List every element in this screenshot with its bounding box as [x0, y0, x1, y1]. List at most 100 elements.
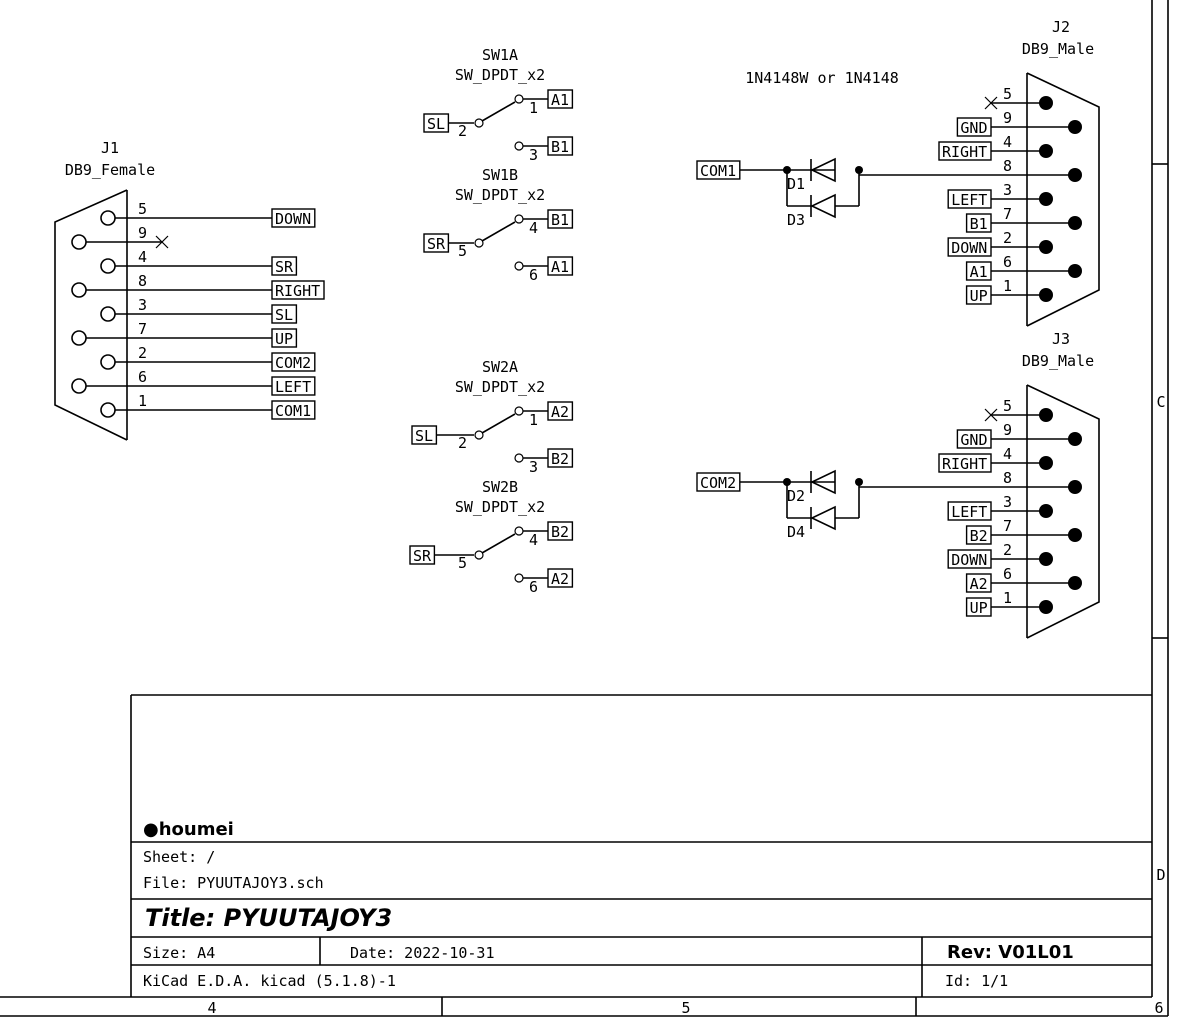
net-label-box [271, 400, 316, 420]
net-label: LEFT [947, 189, 992, 209]
switch-a-contact [514, 94, 524, 104]
net-label-text: COM2 [275, 354, 311, 372]
net-label-box [965, 597, 992, 617]
switch-pin-number: 3 [529, 146, 538, 164]
net-label-box [271, 256, 298, 276]
j1-pin-socket [100, 306, 116, 322]
switch-common-contact [474, 430, 484, 440]
j1-pin-number: 1 [138, 392, 147, 410]
switch-pin-number: 4 [529, 219, 538, 237]
no-connect-icon [984, 408, 998, 422]
connector-j3-pin-number: 9 [1003, 421, 1012, 439]
net-label: A1 [965, 261, 992, 281]
switch-common-contact [474, 118, 484, 128]
switch-pin-number: 3 [529, 458, 538, 476]
j1-pin-number: 9 [138, 224, 147, 242]
net-label: B1 [547, 209, 574, 229]
connector-j3-pin-number: 4 [1003, 445, 1012, 463]
switch-lever [481, 221, 516, 242]
switch-value: SW_DPDT_x2 [455, 498, 545, 516]
switch-b-contact [514, 261, 524, 271]
net-label: SR [409, 545, 436, 565]
net-label: A2 [547, 401, 574, 421]
net-label: DOWN [271, 208, 316, 228]
net-label: COM1 [271, 400, 316, 420]
switch-a-contact [514, 406, 524, 416]
net-label-text: B1 [551, 211, 569, 229]
j1-pin-socket [71, 378, 87, 394]
net-label-text: UP [970, 287, 988, 305]
net-label-box [965, 261, 992, 281]
connector-j2-value: DB9_Male [1022, 40, 1094, 58]
net-label: LEFT [947, 501, 992, 521]
switch-pin-number: 5 [458, 554, 467, 572]
sheet-name: Sheet: / [143, 848, 215, 866]
net-label-text: B2 [970, 527, 988, 545]
connector-j2-pin-number: 8 [1003, 157, 1012, 175]
net-label: GND [956, 117, 992, 137]
net-label-box [547, 136, 574, 156]
net-label-box [956, 117, 992, 137]
net-label-box [271, 280, 325, 300]
net-label-box [547, 568, 574, 588]
diode-part-note: 1N4148W or 1N4148 [745, 69, 899, 87]
j1-pin-number: 2 [138, 344, 147, 362]
net-label-text: B1 [551, 138, 569, 156]
net-label-box [965, 213, 992, 233]
net-label-text: DOWN [951, 551, 987, 569]
net-label: A2 [547, 568, 574, 588]
net-label: UP [965, 285, 992, 305]
net-label: SL [411, 425, 438, 445]
net-label-box [947, 549, 992, 569]
no-connect-stroke [984, 408, 998, 422]
net-label-text: UP [970, 599, 988, 617]
connector-j2-pin-number: 6 [1003, 253, 1012, 271]
net-label-box [271, 352, 316, 372]
switch-pin-number: 2 [458, 122, 467, 140]
net-label: LEFT [271, 376, 316, 396]
net-label-text: DOWN [951, 239, 987, 257]
connector-j3-body [1026, 384, 1100, 639]
connector-j3-ref: J3 [1052, 330, 1070, 348]
net-label-text: LEFT [275, 378, 311, 396]
no-connect-icon [984, 96, 998, 110]
net-label-text: A1 [970, 263, 988, 281]
diode-icon [810, 157, 836, 183]
file-name: File: PYUUTAJOY3.sch [143, 874, 324, 892]
net-label-box [271, 376, 316, 396]
net-label-text: COM2 [700, 474, 736, 492]
connector-j2-pin-number: 9 [1003, 109, 1012, 127]
net-label-box [271, 328, 298, 348]
net-label: COM2 [696, 472, 741, 492]
net-label-text: A2 [970, 575, 988, 593]
j1-pin-number: 3 [138, 296, 147, 314]
net-label-box [965, 525, 992, 545]
net-label: B2 [965, 525, 992, 545]
diode-icon [810, 505, 836, 531]
j1-pin-socket [100, 210, 116, 226]
net-label-box [547, 256, 574, 276]
net-label-text: SR [427, 235, 446, 253]
connector-j3-pin-number: 6 [1003, 565, 1012, 583]
j1-body [54, 189, 128, 441]
net-label-box [271, 304, 298, 324]
title-text: Title: PYUUTAJOY3 [145, 904, 392, 932]
net-label-text: UP [275, 330, 293, 348]
j1-pin-socket [71, 282, 87, 298]
connector-j2-pin-number: 4 [1003, 133, 1012, 151]
j1-value: DB9_Female [65, 161, 155, 179]
switch-ref: SW2B [482, 478, 518, 496]
net-label: RIGHT [938, 453, 992, 473]
net-label-box [547, 209, 574, 229]
switch-value: SW_DPDT_x2 [455, 66, 545, 84]
connector-j2: J2DB9_Male59GND4RIGHT83LEFT7B12DOWN6A11U… [859, 18, 1100, 327]
switch-b-contact [514, 453, 524, 463]
net-label: B1 [547, 136, 574, 156]
j1-pin-socket [100, 402, 116, 418]
net-label-box [271, 208, 316, 228]
